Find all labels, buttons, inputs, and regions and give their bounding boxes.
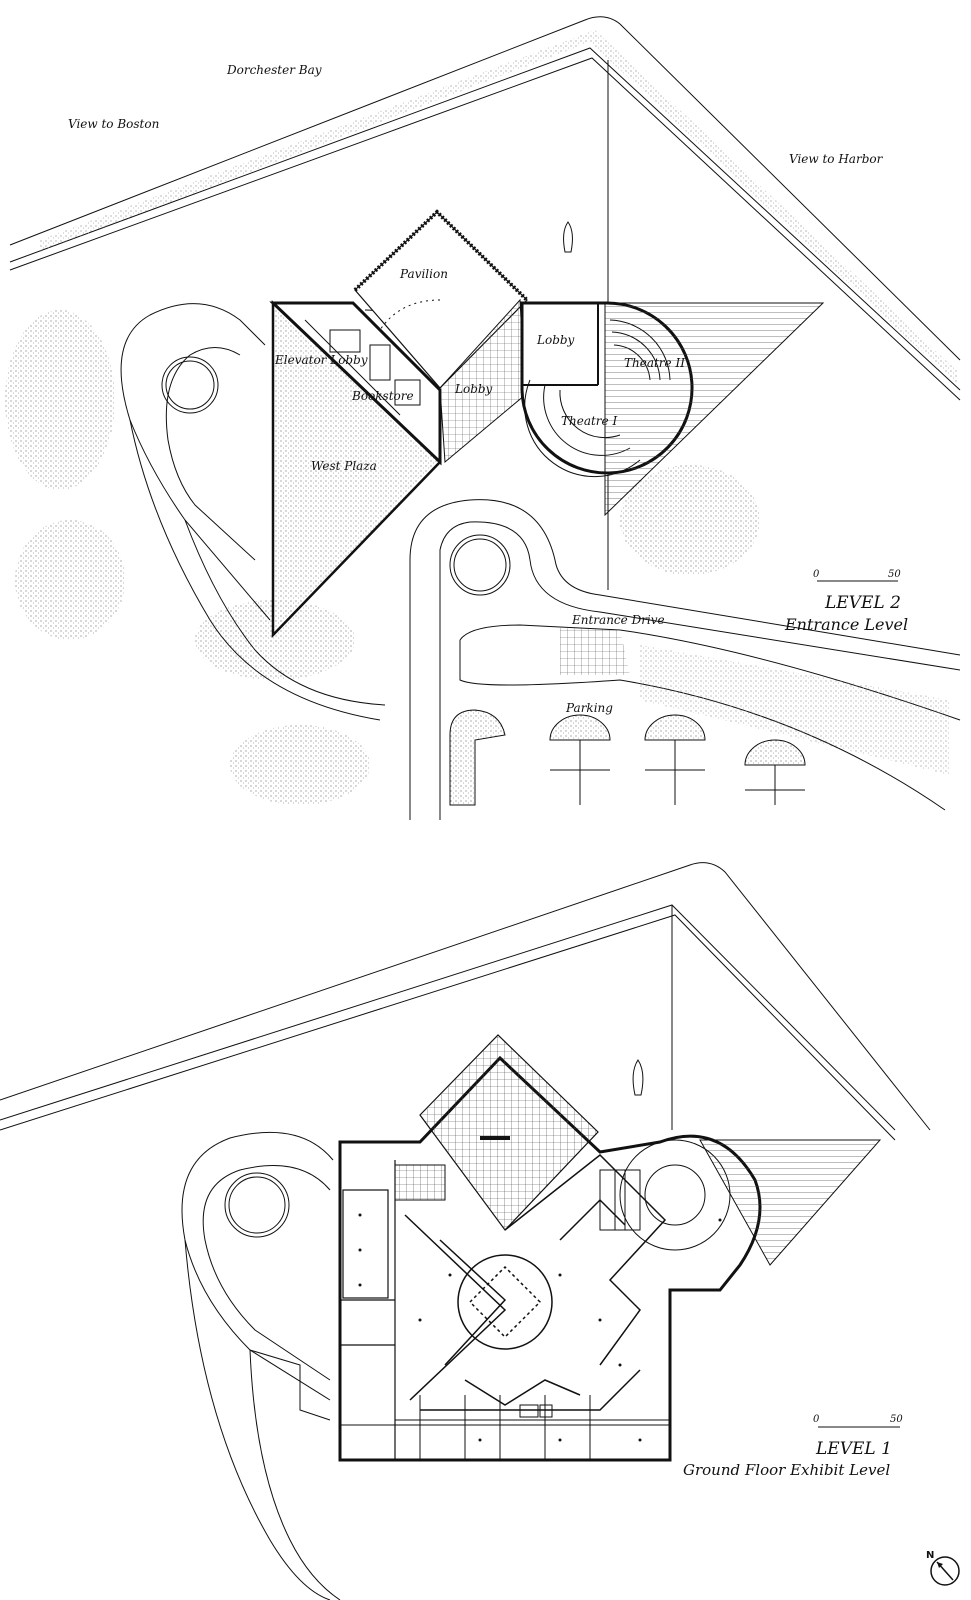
level-1-plan: 0 50 LEVEL 1 Ground Floor Exhibit Level …	[0, 820, 971, 1600]
level-1-title: LEVEL 1	[815, 1439, 892, 1459]
stair-grid	[394, 1164, 446, 1201]
label-view-to-boston: View to Boston	[68, 117, 159, 131]
entrance-paving	[560, 628, 630, 675]
north-arrow-icon: N	[926, 1550, 960, 1586]
boat-icon-level-1	[632, 1059, 644, 1096]
boat-icon	[563, 221, 573, 253]
lower-theatre	[599, 1139, 731, 1251]
level-2-drawing: Dorchester Bay View to Boston View to Ha…	[5, 16, 961, 820]
label-pavilion: Pavilion	[399, 267, 448, 281]
pavilion-grid	[419, 1034, 599, 1231]
east-steps	[604, 302, 825, 517]
svg-text:50: 50	[890, 1414, 903, 1425]
north-label: N	[926, 1550, 934, 1561]
west-loop-drive	[120, 303, 386, 721]
parking-islands	[449, 709, 806, 806]
label-lobby-theatre: Lobby	[536, 333, 575, 347]
east-steps-level-1	[699, 1139, 882, 1266]
level-2-plan: Dorchester Bay View to Boston View to Ha…	[5, 16, 961, 820]
label-dorchester-bay: Dorchester Bay	[226, 63, 322, 77]
label-parking: Parking	[565, 701, 613, 715]
label-theatre-ii: Theatre II	[624, 356, 685, 370]
level-1-drawing: 0 50 LEVEL 1 Ground Floor Exhibit Level …	[0, 862, 960, 1600]
label-bookstore: Bookstore	[351, 389, 414, 403]
structural-columns	[358, 1213, 722, 1442]
scale-bar-level-2: 0 50	[813, 569, 901, 582]
svg-text:50: 50	[888, 569, 901, 580]
exhibit-hall	[404, 1153, 667, 1411]
level-1-subtitle: Ground Floor Exhibit Level	[683, 1461, 890, 1479]
pavilion	[354, 211, 528, 389]
scale-bar-level-1: 0 50	[813, 1414, 903, 1428]
level-2-subtitle: Entrance Level	[784, 615, 908, 634]
label-entrance-drive: Entrance Drive	[571, 613, 665, 627]
shoreline-rocks	[40, 30, 958, 385]
label-lobby-central: Lobby	[454, 382, 493, 396]
entrance-drive	[379, 299, 961, 820]
label-view-to-harbor: View to Harbor	[789, 152, 884, 166]
label-elevator-lobby: Elevator Lobby	[274, 353, 368, 367]
seawall-level-1	[0, 862, 931, 1141]
svg-text:0: 0	[813, 569, 820, 580]
trees-drive	[640, 645, 950, 775]
label-theatre-i: Theatre I	[561, 414, 617, 428]
west-wing-rooms	[340, 1160, 396, 1460]
west-loop-level-1	[181, 1131, 341, 1600]
trees-west	[5, 310, 760, 805]
level-2-title: LEVEL 2	[824, 593, 901, 613]
label-west-plaza: West Plaza	[311, 459, 377, 473]
service-rooms	[340, 1395, 670, 1460]
svg-text:0: 0	[813, 1414, 820, 1425]
